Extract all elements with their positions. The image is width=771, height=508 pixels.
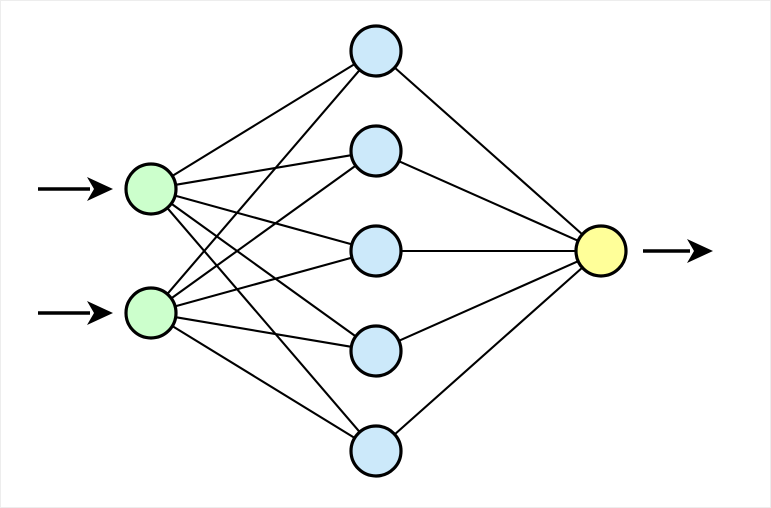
edge-h2-o1 <box>396 159 581 243</box>
input-layer <box>124 162 178 340</box>
edge-h1-o1 <box>392 65 585 237</box>
edge-layer <box>165 62 585 440</box>
input-arrow-1 <box>38 177 113 201</box>
output-arrow-1 <box>643 239 713 263</box>
edge-i2-h5 <box>169 324 358 440</box>
edge-i2-h2 <box>169 163 358 301</box>
edge-i1-h2 <box>173 153 354 187</box>
edge-i1-h5 <box>165 205 362 435</box>
output-layer <box>574 224 628 278</box>
edge-i1-h3 <box>172 194 355 246</box>
node-layer <box>124 24 628 478</box>
edge-h5-o1 <box>392 265 585 437</box>
edge-i2-h1 <box>165 67 362 297</box>
input-arrow-1-head <box>87 177 113 201</box>
output-node-1[interactable] <box>574 224 628 278</box>
hidden-node-5[interactable] <box>349 424 403 478</box>
output-arrow-1-head <box>687 239 713 263</box>
input-node-1[interactable] <box>124 162 178 216</box>
hidden-node-4[interactable] <box>349 324 403 378</box>
hidden-node-1[interactable] <box>349 24 403 78</box>
input-node-2[interactable] <box>124 286 178 340</box>
input-arrow-2 <box>38 301 113 325</box>
hidden-layer <box>349 24 403 478</box>
hidden-node-2[interactable] <box>349 124 403 178</box>
edge-h4-o1 <box>396 259 581 343</box>
input-arrow-2-head <box>87 301 113 325</box>
edge-i2-h3 <box>172 256 355 308</box>
io-arrow-layer <box>38 177 713 325</box>
edge-i1-h1 <box>169 62 358 178</box>
hidden-node-3[interactable] <box>349 224 403 278</box>
edge-i1-h4 <box>169 201 358 339</box>
edge-i2-h4 <box>173 315 354 349</box>
